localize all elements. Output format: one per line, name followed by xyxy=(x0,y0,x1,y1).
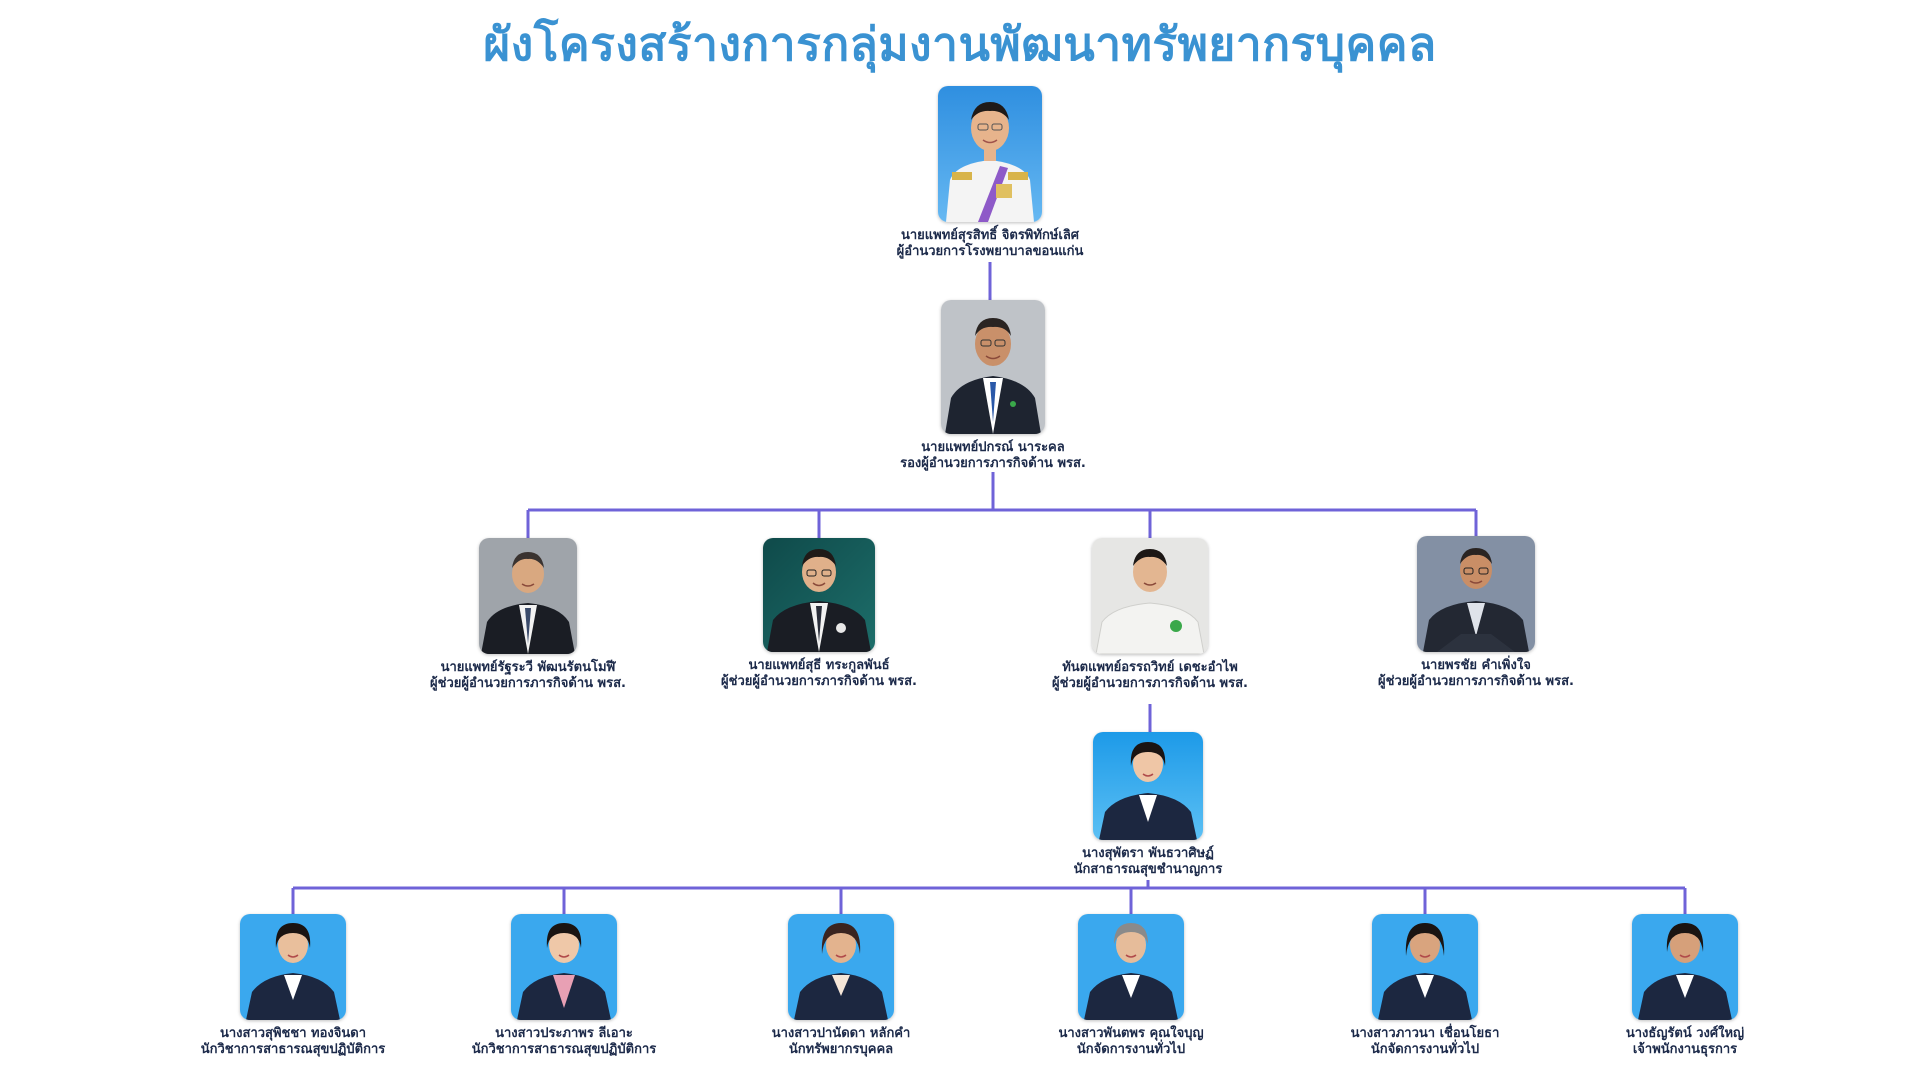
staff-1-name: นางสาวสุพิชชา ทองจินดา xyxy=(219,1026,366,1041)
staff-5-position: นักจัดการงานทั่วไป xyxy=(1370,1042,1480,1057)
caption-deputy: นายแพทย์ปกรณ์ นาระคล รองผู้อำนวยการภารกิ… xyxy=(900,440,1086,472)
head-name: นางสุพัตรา พันธวาศิษฏ์ xyxy=(1082,846,1214,861)
assistant-3-name: ทันตแพทย์อรรถวิทย์ เดชะอำไพ xyxy=(1062,660,1238,675)
portrait-staff-4 xyxy=(1078,914,1184,1020)
staff-2-position: นักวิชาการสาธารณสุขปฏิบัติการ xyxy=(471,1042,657,1057)
deputy-name: นายแพทย์ปกรณ์ นาระคล xyxy=(921,440,1065,455)
node-staff-4: นางสาวพันตพร คุณใจบุญ นักจัดการงานทั่วไป xyxy=(1016,914,1246,1058)
staff-4-position: นักจัดการงานทั่วไป xyxy=(1076,1042,1186,1057)
node-director: นายแพทย์สุรสิทธิ์ จิตรพิทักษ์เลิศ ผู้อำน… xyxy=(890,86,1090,260)
caption-assistant-3: ทันตแพทย์อรรถวิทย์ เดชะอำไพ ผู้ช่วยผู้อำ… xyxy=(1052,660,1248,692)
portrait-staff-3 xyxy=(788,914,894,1020)
caption-assistant-1: นายแพทย์รัฐระวี พัฒนรัตนโมฬี ผู้ช่วยผู้อ… xyxy=(430,660,626,692)
deputy-position: รองผู้อำนวยการภารกิจด้าน พรส. xyxy=(900,456,1086,471)
caption-staff-5: นางสาวภาวนา เชื่อนโยธา นักจัดการงานทั่วไ… xyxy=(1351,1026,1500,1058)
assistant-4-name: นายพรชัย คำเพิ่งใจ xyxy=(1421,658,1531,673)
portrait-assistant-2 xyxy=(763,538,875,652)
caption-staff-6: นางธัญรัตน์ วงศ์ใหญ่ เจ้าพนักงานธุรการ xyxy=(1626,1026,1744,1058)
portrait-assistant-4 xyxy=(1417,536,1535,652)
assistant-2-position: ผู้ช่วยผู้อำนวยการภารกิจด้าน พรส. xyxy=(721,674,917,689)
caption-staff-2: นางสาวประภาพร ลีเอาะ นักวิชาการสาธารณสุข… xyxy=(472,1026,657,1058)
assistant-1-position: ผู้ช่วยผู้อำนวยการภารกิจด้าน พรส. xyxy=(430,676,626,691)
portrait-assistant-1 xyxy=(479,538,577,654)
portrait-staff-5 xyxy=(1372,914,1478,1020)
staff-6-name: นางธัญรัตน์ วงศ์ใหญ่ xyxy=(1625,1026,1745,1041)
caption-assistant-2: นายแพทย์สุธี ทระกูลพันธ์ ผู้ช่วยผู้อำนวย… xyxy=(721,658,917,690)
node-staff-5: นางสาวภาวนา เชื่อนโยธา นักจัดการงานทั่วไ… xyxy=(1310,914,1540,1058)
node-head: นางสุพัตรา พันธวาศิษฏ์ นักสาธารณสุขชำนาญ… xyxy=(1048,732,1248,878)
staff-1-position: นักวิชาการสาธารณสุขปฏิบัติการ xyxy=(200,1042,386,1057)
caption-staff-4: นางสาวพันตพร คุณใจบุญ นักจัดการงานทั่วไป xyxy=(1058,1026,1203,1058)
chart-title: ผังโครงสร้างการกลุ่มงานพัฒนาทรัพยากรบุคค… xyxy=(483,17,1437,71)
caption-director: นายแพทย์สุรสิทธิ์ จิตรพิทักษ์เลิศ ผู้อำน… xyxy=(897,228,1084,260)
assistant-3-position: ผู้ช่วยผู้อำนวยการภารกิจด้าน พรส. xyxy=(1052,676,1248,691)
assistant-4-position: ผู้ช่วยผู้อำนวยการภารกิจด้าน พรส. xyxy=(1378,674,1574,689)
staff-3-position: นักทรัพยากรบุคคล xyxy=(788,1042,894,1057)
node-assistant-4: นายพรชัย คำเพิ่งใจ ผู้ช่วยผู้อำนวยการภาร… xyxy=(1361,536,1591,690)
director-name: นายแพทย์สุรสิทธิ์ จิตรพิทักษ์เลิศ xyxy=(900,228,1080,243)
portrait-deputy xyxy=(941,300,1045,434)
node-staff-3: นางสาวปานัดดา หลักคำ นักทรัพยากรบุคคล xyxy=(726,914,956,1058)
caption-head: นางสุพัตรา พันธวาศิษฏ์ นักสาธารณสุขชำนาญ… xyxy=(1074,846,1223,878)
portrait-head xyxy=(1093,732,1203,840)
caption-assistant-4: นายพรชัย คำเพิ่งใจ ผู้ช่วยผู้อำนวยการภาร… xyxy=(1378,658,1574,690)
portrait-director xyxy=(938,86,1042,222)
portrait-staff-2 xyxy=(511,914,617,1020)
director-position: ผู้อำนวยการโรงพยาบาลขอนแก่น xyxy=(896,244,1084,259)
staff-3-name: นางสาวปานัดดา หลักคำ xyxy=(771,1026,911,1041)
assistant-1-name: นายแพทย์รัฐระวี พัฒนรัตนโมฬี xyxy=(440,660,616,675)
node-staff-2: นางสาวประภาพร ลีเอาะ นักวิชาการสาธารณสุข… xyxy=(449,914,679,1058)
staff-5-name: นางสาวภาวนา เชื่อนโยธา xyxy=(1350,1026,1500,1041)
assistant-2-name: นายแพทย์สุธี ทระกูลพันธ์ xyxy=(748,658,890,673)
node-staff-6: นางธัญรัตน์ วงศ์ใหญ่ เจ้าพนักงานธุรการ xyxy=(1570,914,1800,1058)
node-assistant-3: ทันตแพทย์อรรถวิทย์ เดชะอำไพ ผู้ช่วยผู้อำ… xyxy=(1030,538,1270,692)
staff-2-name: นางสาวประภาพร ลีเอาะ xyxy=(495,1026,633,1041)
node-deputy: นายแพทย์ปกรณ์ นาระคล รองผู้อำนวยการภารกิ… xyxy=(890,300,1096,472)
caption-staff-3: นางสาวปานัดดา หลักคำ นักทรัพยากรบุคคล xyxy=(772,1026,911,1058)
node-staff-1: นางสาวสุพิชชา ทองจินดา นักวิชาการสาธารณส… xyxy=(178,914,408,1058)
caption-staff-1: นางสาวสุพิชชา ทองจินดา นักวิชาการสาธารณส… xyxy=(201,1026,386,1058)
node-assistant-1: นายแพทย์รัฐระวี พัฒนรัตนโมฬี ผู้ช่วยผู้อ… xyxy=(408,538,648,692)
staff-4-name: นางสาวพันตพร คุณใจบุญ xyxy=(1058,1026,1204,1041)
portrait-staff-1 xyxy=(240,914,346,1020)
node-assistant-2: นายแพทย์สุธี ทระกูลพันธ์ ผู้ช่วยผู้อำนวย… xyxy=(699,538,939,690)
head-position: นักสาธารณสุขชำนาญการ xyxy=(1073,862,1223,877)
portrait-staff-6 xyxy=(1632,914,1738,1020)
staff-6-position: เจ้าพนักงานธุรการ xyxy=(1632,1042,1738,1057)
portrait-assistant-3 xyxy=(1092,538,1208,654)
